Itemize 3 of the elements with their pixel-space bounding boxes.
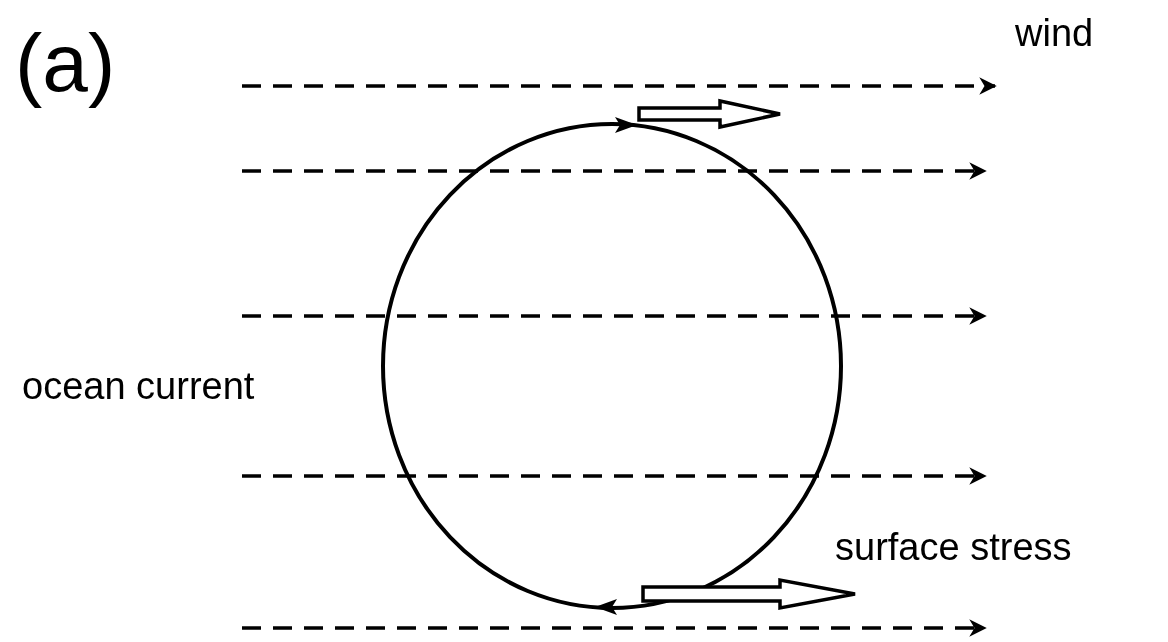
label-text: ocean current xyxy=(22,367,255,405)
label-text: wind xyxy=(1015,14,1094,52)
label-text: surface stress xyxy=(835,528,1072,566)
